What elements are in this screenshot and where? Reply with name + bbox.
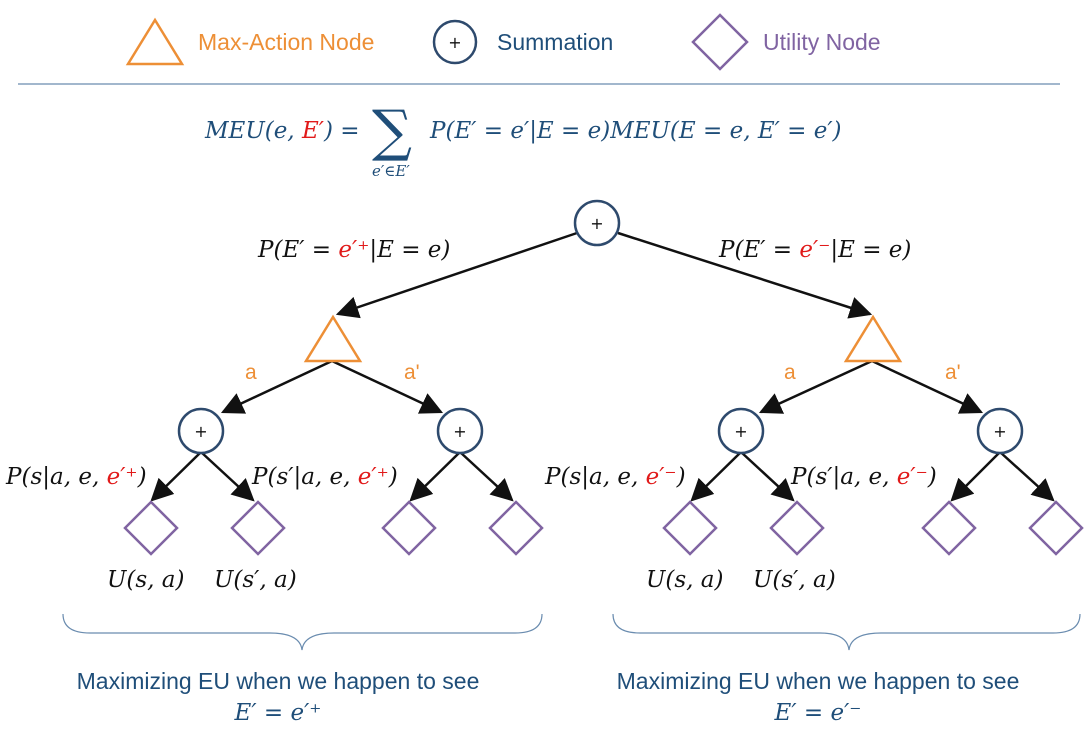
summation-legend-label: Summation bbox=[497, 29, 613, 55]
formula-lhs: MEU(e, bbox=[204, 118, 302, 144]
right-max-action-node bbox=[843, 314, 903, 363]
utility-node-6 bbox=[769, 500, 825, 556]
formula-lhs-close: ) = bbox=[323, 118, 360, 144]
left-action-a-prime-label: a' bbox=[404, 361, 420, 384]
max-action-legend-label: Max-Action Node bbox=[198, 29, 374, 55]
right-branch-probability: P(E′ = e′⁻|E = e) bbox=[718, 237, 911, 263]
utility-node-7 bbox=[921, 500, 977, 556]
utility-node-5 bbox=[662, 500, 718, 556]
right-prob-s-prime-label: P(s′|a, e, e′⁻) bbox=[790, 464, 937, 490]
utility-nodes bbox=[123, 500, 1084, 556]
left-caption-line2: E′ = e′⁺ bbox=[234, 700, 322, 726]
meu-formula: MEU(e, E′) = ∑ e′∈E′ P(E′ = e′|E = e)MEU… bbox=[204, 99, 842, 180]
summation-node-left-a-prime bbox=[436, 407, 484, 455]
summation-node-right-a bbox=[717, 407, 765, 455]
formula-lhs-red: E′ bbox=[301, 118, 325, 144]
right-brace bbox=[612, 613, 1081, 651]
left-brace bbox=[62, 613, 543, 651]
summation-node-left-a bbox=[177, 407, 225, 455]
summation-node-left-a-prime-plus: + bbox=[453, 422, 466, 441]
left-branch-probability: P(E′ = e′⁺|E = e) bbox=[257, 237, 450, 263]
right-prob-s-label: P(s|a, e, e′⁻) bbox=[544, 464, 686, 490]
root-summation-node bbox=[573, 199, 621, 247]
utility-node-8 bbox=[1028, 500, 1084, 556]
summation-legend-icon bbox=[432, 19, 478, 65]
utility-node-1 bbox=[123, 500, 179, 556]
formula-rhs: P(E′ = e′|E = e)MEU(E = e, E′ = e′) bbox=[429, 118, 842, 144]
left-prob-s-prime-label: P(s′|a, e, e′⁺) bbox=[251, 464, 398, 490]
right-utility-1-label: U(s, a) bbox=[646, 567, 723, 593]
formula-sum-subscript: e′∈E′ bbox=[372, 162, 410, 180]
summation-node-right-a-prime bbox=[976, 407, 1024, 455]
right-action-a-label: a bbox=[784, 361, 796, 384]
summation-node-left-a-plus: + bbox=[194, 422, 207, 441]
legend: Max-Action Node + Summation Utility Node bbox=[125, 13, 881, 71]
summation-legend-plus: + bbox=[448, 33, 461, 52]
left-utility-1-label: U(s, a) bbox=[107, 567, 184, 593]
left-action-a-label: a bbox=[245, 361, 257, 384]
formula-sum-symbol: ∑ bbox=[372, 99, 412, 164]
root-plus: + bbox=[590, 214, 603, 233]
right-action-a-prime-label: a' bbox=[945, 361, 961, 384]
utility-legend-icon bbox=[691, 13, 749, 71]
left-caption-line1: Maximizing EU when we happen to see bbox=[77, 668, 480, 694]
utility-node-4 bbox=[488, 500, 544, 556]
utility-node-2 bbox=[230, 500, 286, 556]
right-caption-line2: E′ = e′⁻ bbox=[774, 700, 862, 726]
svg-text:MEU(e, E′) =: MEU(e, E′) = bbox=[204, 118, 360, 144]
utility-node-3 bbox=[381, 500, 437, 556]
right-caption-line1: Maximizing EU when we happen to see bbox=[617, 668, 1020, 694]
level2-summation-nodes: + + + + bbox=[177, 407, 1024, 455]
left-utility-2-label: U(s′, a) bbox=[214, 567, 297, 593]
summation-node-right-a-plus: + bbox=[734, 422, 747, 441]
left-max-action-node bbox=[303, 314, 363, 363]
right-utility-2-label: U(s′, a) bbox=[753, 567, 836, 593]
max-action-legend-icon bbox=[125, 17, 185, 66]
utility-legend-label: Utility Node bbox=[763, 29, 881, 55]
left-prob-s-label: P(s|a, e, e′⁺) bbox=[5, 464, 147, 490]
summation-node-right-a-prime-plus: + bbox=[993, 422, 1006, 441]
tree-edges bbox=[150, 231, 1055, 502]
